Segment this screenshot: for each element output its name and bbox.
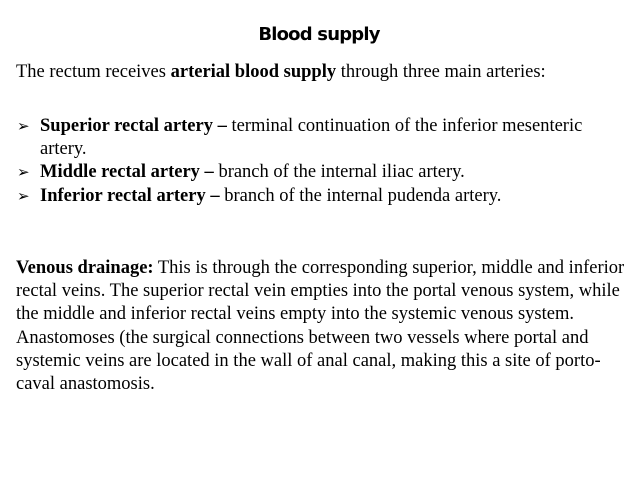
artery-name: Superior rectal artery – xyxy=(40,116,227,136)
intro-bold-text: arterial blood supply xyxy=(170,62,337,82)
arrow-bullet-icon: ➢ xyxy=(17,163,30,182)
arrow-bullet-icon: ➢ xyxy=(17,186,30,205)
venous-drainage-text: This is through the corresponding superi… xyxy=(16,258,625,395)
artery-list-item-middle: ➢ Middle rectal artery – branch of the i… xyxy=(16,161,626,184)
slide-title: Blood supply xyxy=(258,24,380,45)
artery-list-item-inferior: ➢ Inferior rectal artery – branch of the… xyxy=(16,185,626,208)
arrow-bullet-icon: ➢ xyxy=(17,117,30,135)
intro-text-start: The rectum receives xyxy=(16,62,171,82)
artery-name: Inferior rectal artery – xyxy=(40,185,220,206)
artery-description: terminal continuation of the inferior me… xyxy=(40,116,583,160)
intro-paragraph: The rectum receives arterial blood suppl… xyxy=(16,61,626,84)
intro-text-end: through three main arteries: xyxy=(336,62,546,82)
artery-description: branch of the internal iliac artery. xyxy=(213,162,465,183)
artery-list-item-superior: ➢ Superior rectal artery – terminal cont… xyxy=(16,115,626,161)
venous-drainage-label: Venous drainage: xyxy=(16,258,154,278)
venous-drainage-paragraph: Venous drainage: This is through the cor… xyxy=(16,257,626,396)
artery-list: ➢ Superior rectal artery – terminal cont… xyxy=(16,115,626,208)
artery-name: Middle rectal artery – xyxy=(40,162,214,183)
artery-description: branch of the internal pudenda artery. xyxy=(219,185,502,206)
